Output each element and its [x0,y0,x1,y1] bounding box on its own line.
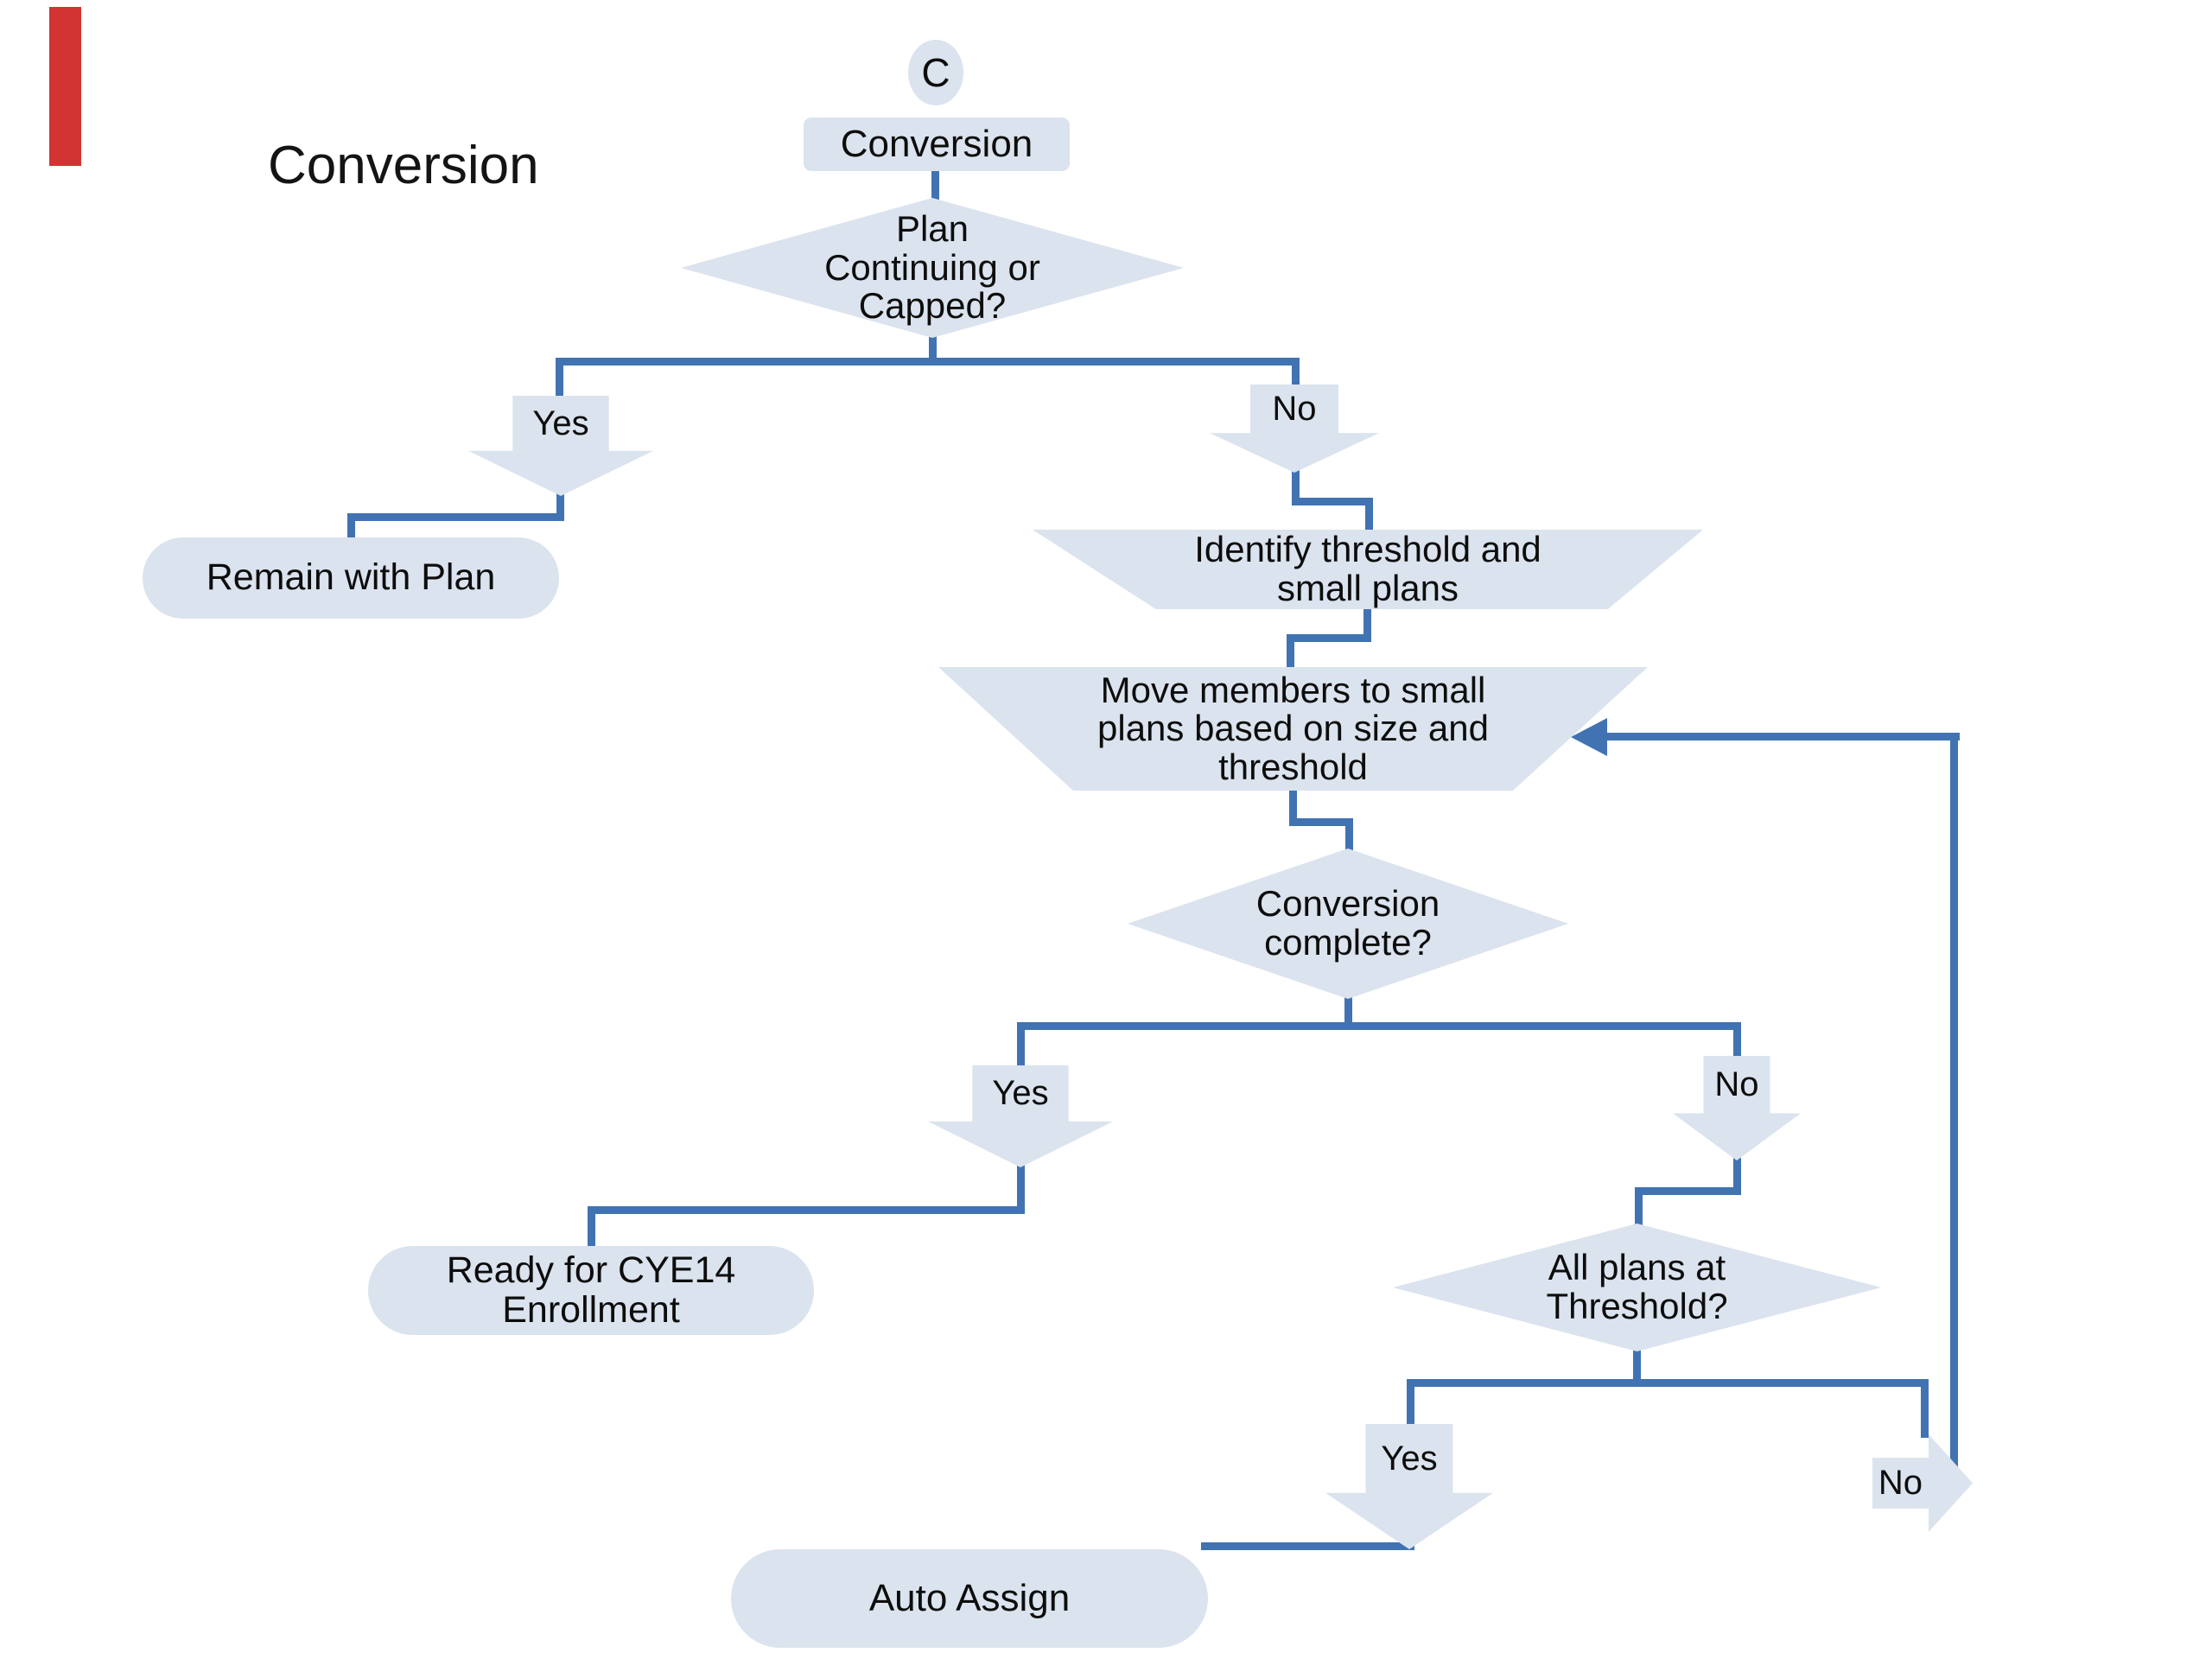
connector-yes1-elbow-h [347,513,564,521]
connector-no1-elbow-v2 [1365,498,1373,535]
process-conversion: Conversion [804,118,1070,171]
connector-move-complete-v1 [1289,789,1297,826]
connector-start-to-plan [931,171,939,200]
branch-arrow-plan-yes: Yes [468,396,653,496]
connector-plan-yes-stub [556,358,563,399]
connector-threshold-no-stub [1921,1379,1929,1438]
branch-arrow-plan-no: No [1210,385,1379,473]
decision-plan-continuing-or-capped: Plan Continuing or Capped? [681,198,1184,338]
connector-move-complete-h [1289,818,1353,826]
connector-identify-move-v2 [1287,634,1294,672]
branch-arrow-complete-no: No [1673,1056,1801,1160]
connector-yes2-elbow-v1 [1017,1158,1025,1211]
connector-no2-elbow-h [1635,1187,1741,1195]
terminator-auto-assign: Auto Assign [731,1549,1208,1648]
connector-complete-no-stub [1733,1022,1741,1058]
connector-no1-elbow-v1 [1292,468,1300,505]
connector-complete-branch-horizontal [1017,1022,1741,1030]
start-circle: C [908,40,963,105]
connector-complete-yes-stub [1017,1022,1025,1065]
terminator-ready-enrollment: Ready for CYE14 Enrollment [368,1246,814,1335]
branch-arrow-threshold-yes: Yes [1325,1424,1493,1549]
connector-identify-move-v1 [1363,607,1371,642]
decision-conversion-complete: Conversion complete? [1128,849,1568,999]
connector-yes1-elbow-v2 [347,513,355,542]
connector-threshold-bottom-stub [1633,1348,1641,1384]
branch-arrow-complete-yes: Yes [928,1065,1113,1167]
decision-all-plans-threshold: All plans at Threshold? [1393,1224,1881,1351]
connector-no2-elbow-v1 [1733,1158,1741,1194]
connector-no2-elbow-v2 [1635,1187,1643,1227]
connector-yes2-elbow-v2 [588,1206,595,1249]
feedback-line-vertical [1950,733,1958,1476]
connector-plan-branch-horizontal [556,358,1300,365]
connector-plan-no-stub [1292,358,1300,389]
connector-threshold-yes-stub [1407,1379,1414,1427]
process-identify-threshold: Identify threshold and small plans [1033,530,1703,609]
connector-complete-bottom-stub [1344,995,1352,1027]
connector-plan-bottom-stub [929,334,937,363]
process-move-members: Move members to small plans based on siz… [938,667,1648,791]
connector-identify-move-h [1287,634,1371,642]
page-title: Conversion [268,136,539,195]
feedback-line-horizontal [1605,733,1960,741]
connector-move-complete-v2 [1345,818,1353,853]
connector-yes2-elbow-h [588,1206,1025,1214]
red-marker-bar [49,7,81,166]
terminator-remain-with-plan: Remain with Plan [143,537,559,619]
connector-yes1-elbow-v1 [556,493,564,521]
connector-yes3-to-auto-assign [1201,1542,1414,1550]
connector-threshold-branch-horizontal [1407,1379,1929,1387]
connector-no1-elbow-h [1292,498,1373,505]
